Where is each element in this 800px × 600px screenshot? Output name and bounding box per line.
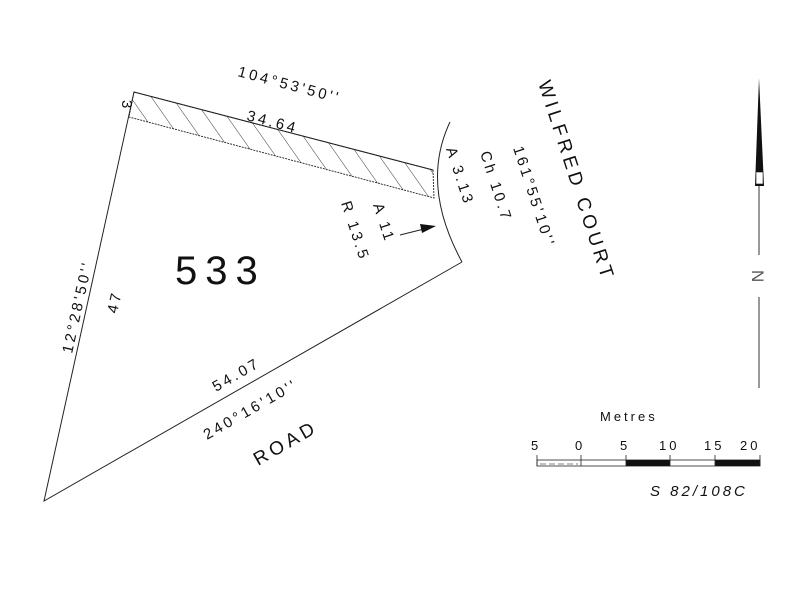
corner-label: 3 [118,100,135,111]
scale-unit: Metres [600,409,658,424]
scale-tick-3: 10 [659,438,679,453]
scale-tick-5: 20 [740,438,760,453]
street-name-court: WILFRED COURT [533,78,618,284]
arc-total-length: A 11 [369,201,398,245]
left-distance: 47 [104,289,126,315]
plan-reference: S 82/108C [650,483,748,500]
arc-frontage [437,121,463,263]
scale-bar: Metres 5 0 5 10 15 20 S 82/108C [531,409,761,500]
scale-tick-1: 0 [575,438,585,453]
lot-boundary [43,91,463,502]
bottom-distance: 54.07 [210,355,264,396]
arrow-icon [420,224,436,233]
easement-hatched-strip [128,91,435,199]
scale-tick-0: 5 [531,438,541,453]
north-label: N [748,270,767,282]
north-arrow-icon [755,78,764,186]
arc-inner-length: A 3.13 [442,145,477,208]
lot-number: 533 [175,249,266,293]
scale-tick-4: 15 [704,438,724,453]
scale-tick-2: 5 [620,438,630,453]
left-bearing: 12°28'50'' [59,259,96,355]
north-arrow: N [748,78,767,388]
street-name-road: ROAD [250,417,322,470]
arc-bearing: 161°55'10'' [509,144,558,250]
top-bearing: 104°53'50'' [236,63,343,107]
arc-radius: R 13.5 [337,199,372,263]
arc-chord: Ch 10.7 [476,149,515,224]
